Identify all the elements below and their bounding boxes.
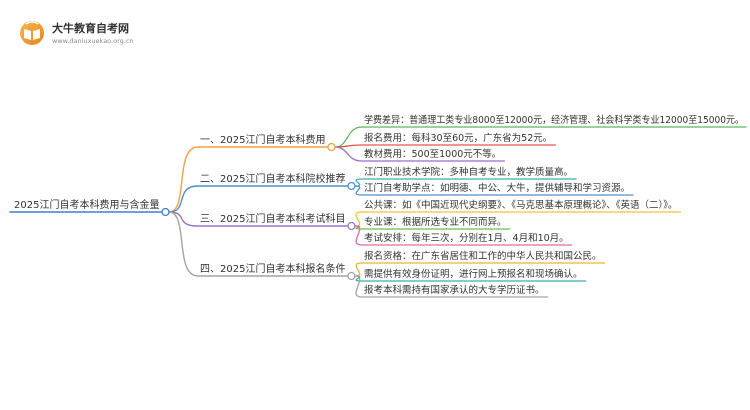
root-node-circle[interactable] — [161, 207, 170, 217]
branch-node-circle-3[interactable] — [347, 271, 356, 281]
branch-connector-1 — [168, 185, 349, 213]
book-badge-icon — [20, 21, 44, 45]
branch-requirements: 四、2025江门自考本科报名条件 — [200, 262, 345, 275]
leaf-exam-schedule: 考试安排：每年三次，分别在1月、4月和10月。 — [364, 232, 569, 244]
leaf-tuition: 学费差异：普通理工类专业8000至12000元，经济管理、社会科学类专业1200… — [364, 114, 744, 126]
leaf-connector-3-2 — [354, 275, 549, 298]
root-topic: 2025江门自考本科费用与含金量 — [14, 198, 159, 211]
branch-node-circle-1[interactable] — [347, 181, 356, 191]
leaf-connector-1-1 — [354, 185, 634, 196]
branch-subjects: 三、2025江门自考本科考试科目 — [200, 212, 345, 225]
branch-schools: 二、2025江门自考本科院校推荐 — [200, 172, 345, 185]
leaf-registration-fee: 报名费用：每科30至60元，广东省为52元。 — [364, 132, 552, 144]
branch-connector-2 — [168, 211, 349, 227]
branch-node-circle-0[interactable] — [327, 142, 336, 152]
leaf-connector-0-1 — [334, 144, 556, 148]
leaf-public-courses: 公共课：如《中国近现代史纲要》、《马克思基本原理概论》、《英语（二）》。 — [364, 199, 678, 211]
leaf-textbook-fee: 教材费用：500至1000元不等。 — [364, 148, 501, 160]
site-url: www.daniuxuekao.org.cn — [52, 37, 134, 45]
leaf-connector-0-2 — [334, 146, 505, 162]
leaf-college: 江门职业技术学院：多种自考专业，教学质量高。 — [364, 166, 573, 178]
connector-lines — [9, 126, 747, 298]
leaf-id-proof: 需提供有效身份证明，进行网上预报名和现场确认。 — [364, 268, 583, 280]
leaf-eligibility: 报名资格：在广东省居住和工作的中华人民共和国公民。 — [364, 250, 602, 262]
leaf-connector-2-2 — [354, 225, 573, 246]
leaf-major-courses: 专业课：根据所选专业不同而异。 — [364, 216, 507, 228]
branch-connector-3 — [168, 211, 349, 277]
leaf-study-centers: 江门自考助学点：如明德、中公、大牛，提供辅导和学习资源。 — [364, 182, 630, 194]
leaf-diploma: 报考本科需持有国家承认的大专学历证书。 — [364, 284, 545, 296]
node-circles — [161, 142, 356, 281]
site-logo[interactable]: 大牛教育自考网 www.daniuxuekao.org.cn — [20, 21, 134, 45]
branch-fees: 一、2025江门自考本科费用 — [200, 133, 325, 146]
site-name: 大牛教育自考网 — [52, 21, 129, 35]
branch-node-circle-2[interactable] — [347, 221, 356, 231]
branch-connector-0 — [168, 146, 329, 213]
